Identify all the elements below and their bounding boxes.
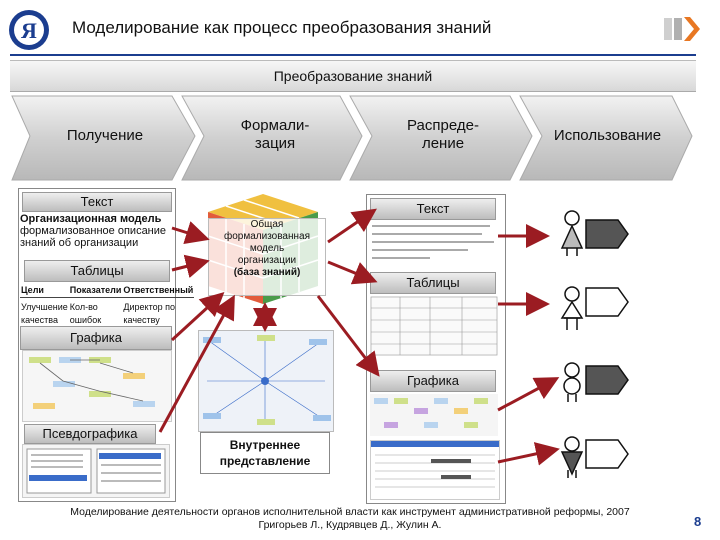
- next-slide-icon[interactable]: [664, 14, 704, 44]
- table-header-cell: Показатели: [68, 284, 123, 298]
- arrow-window-to-user4: [497, 442, 560, 466]
- graphics-thumbnail: [22, 350, 172, 422]
- table-header-cell: Цели: [20, 284, 69, 298]
- org-model-line: формализованное описание: [20, 225, 167, 237]
- stage-line: Использование: [553, 127, 662, 144]
- stages-chevrons: [11, 95, 693, 181]
- arrow-cube-to-graphics: [316, 295, 380, 377]
- right-graphics-label: Графика: [370, 370, 496, 392]
- table-header-cell: Ответственный: [122, 284, 195, 298]
- title-underline: [10, 54, 696, 56]
- right-text-label: Текст: [370, 198, 496, 220]
- user-figure-3: [563, 362, 629, 402]
- internal-diagram: [198, 330, 334, 432]
- banner: Преобразование знаний: [10, 60, 696, 92]
- right-window-thumb: [370, 440, 500, 500]
- stage-chevron-3: [349, 95, 533, 181]
- org-model-line: знаний об организации: [20, 237, 139, 249]
- table-row: качества ошибок качеству: [20, 314, 194, 327]
- arrow-cube-to-tables: [327, 260, 378, 285]
- cube-line: Общая: [250, 219, 284, 230]
- left-pseudographics-label: Псевдографика: [24, 424, 156, 444]
- user-figure-1: [560, 210, 629, 256]
- table-cell: Кол-во: [69, 302, 98, 312]
- users-column: [556, 210, 656, 490]
- org-model-text: Организационная модель формализованное о…: [20, 213, 180, 249]
- cube-line: модель: [249, 243, 285, 254]
- table-row: Улучшение Кол-во Директор по: [20, 298, 194, 315]
- cube-line: организации: [237, 255, 297, 266]
- cube-line: формализованная: [223, 231, 311, 242]
- table-cell: качества: [21, 315, 58, 325]
- logo: Я: [6, 8, 52, 52]
- right-tables-label: Таблицы: [370, 272, 496, 294]
- arrow-pseudo-to-cube: [158, 294, 235, 433]
- table-cell: Директор по: [123, 302, 175, 312]
- svg-text:Я: Я: [21, 18, 37, 43]
- internal-line: представление: [219, 454, 311, 468]
- stage-label-receiving: Получение: [40, 127, 170, 145]
- arrow-tables-to-cube: [171, 254, 210, 279]
- left-text-label: Текст: [22, 192, 172, 212]
- arrow-graphics-to-user3: [497, 377, 560, 412]
- stage-line: Формали-: [240, 117, 310, 134]
- table-cell: качеству: [123, 315, 160, 325]
- right-table-snippet: [370, 296, 498, 356]
- user-figure-2: [560, 286, 629, 330]
- org-model-title: Организационная модель: [20, 213, 162, 225]
- stage-line: зация: [254, 135, 296, 152]
- user-figure-4: [560, 436, 629, 478]
- stage-chevron-2: [181, 95, 363, 181]
- stage-label-usage: Использование: [535, 127, 680, 145]
- sample-table: Цели Показатели Ответственный Улучшение …: [20, 284, 195, 327]
- stage-chevron-4: [519, 95, 693, 181]
- cube-line-bold: (база знаний): [233, 267, 301, 278]
- page-number: 8: [694, 514, 702, 529]
- footer: Моделирование деятельности органов испол…: [20, 506, 680, 532]
- pseudographics-thumbnail: [22, 444, 170, 498]
- stage-label-formalization: Формали- зация: [210, 117, 340, 153]
- right-text-snippet: [370, 222, 498, 268]
- left-tables-label: Таблицы: [24, 260, 170, 282]
- internal-representation-box: Внутреннее представление: [200, 432, 330, 474]
- right-graphics-thumb: [370, 394, 498, 436]
- cube-caption: Общая формализованная модель организации…: [208, 218, 326, 296]
- footer-line: Моделирование деятельности органов испол…: [70, 506, 630, 518]
- internal-line: Внутреннее: [229, 438, 301, 452]
- arrow-text-to-cube: [171, 221, 210, 245]
- arrow-cube-to-text: [327, 208, 377, 244]
- table-header-row: Цели Показатели Ответственный: [20, 284, 195, 298]
- stage-line: ление: [421, 135, 465, 152]
- stage-label-distribution: Распреде- ление: [378, 117, 508, 153]
- table-cell: Улучшение: [21, 302, 68, 312]
- stage-line: Получение: [66, 127, 144, 144]
- left-graphics-label: Графика: [20, 326, 172, 350]
- stage-line: Распреде-: [407, 117, 479, 134]
- slide-title: Моделирование как процесс преобразования…: [72, 18, 492, 37]
- arrow-graphics-to-cube: [170, 291, 225, 342]
- footer-line: Григорьев Л., Кудрявцев Д., Жулин А.: [258, 519, 442, 531]
- stage-chevron-1: [11, 95, 196, 181]
- table-cell: ошибок: [69, 315, 102, 325]
